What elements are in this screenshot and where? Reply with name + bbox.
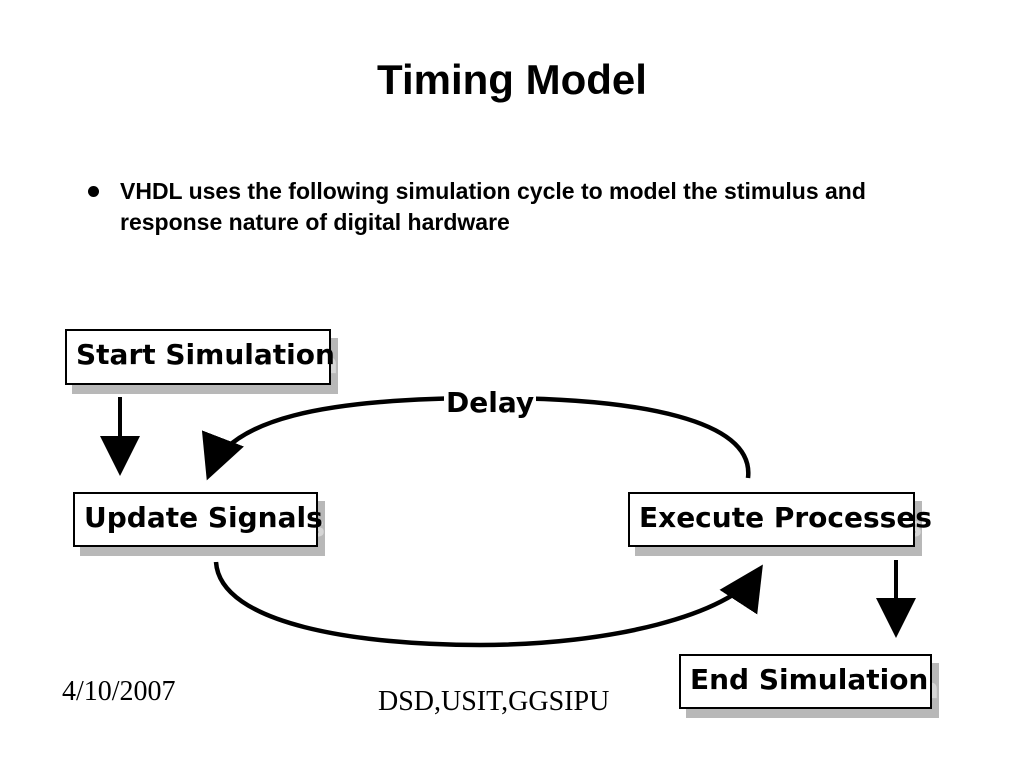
bullet-dot-icon: [88, 186, 99, 197]
execute-processes-node: Execute Processes Execute Processes: [628, 492, 932, 556]
delay-label: Delay: [444, 384, 537, 422]
execute-processes-label: Execute Processes: [639, 501, 932, 534]
update-signals-node: Update Signals Update Signals: [73, 492, 325, 556]
start-simulation-node: Start Simulation Start Simulation: [65, 329, 338, 394]
execute-processes-box: [628, 492, 915, 547]
end-simulation-label: End Simulation: [690, 663, 929, 696]
start-simulation-box: [65, 329, 331, 385]
bullet-text: VHDL uses the following simulation cycle…: [120, 178, 866, 235]
footer-org: DSD,USIT,GGSIPU: [378, 686, 610, 717]
footer-date: 4/10/2007: [62, 676, 176, 707]
slide-title: Timing Model: [377, 56, 647, 103]
update-to-execute-arrow: [213, 561, 763, 648]
start-simulation-label: Start Simulation: [76, 338, 335, 371]
end-simulation-box: [679, 654, 932, 709]
update-signals-label: Update Signals: [84, 501, 323, 534]
bullet-item: VHDL uses the following simulation cycle…: [88, 176, 888, 238]
end-simulation-node: End Simulation End Simulation: [679, 654, 939, 718]
update-signals-box: [73, 492, 318, 547]
